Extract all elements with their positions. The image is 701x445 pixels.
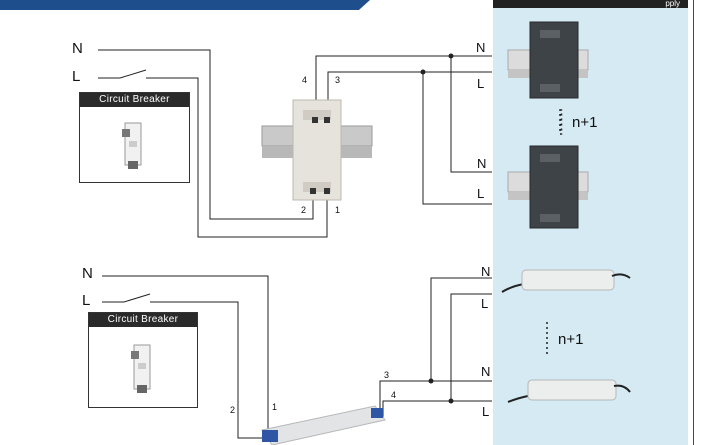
bottom-out-n1: N <box>481 264 491 279</box>
circuit-breaker-icon <box>122 122 142 169</box>
top-out-l2: L <box>477 186 485 201</box>
top-wire-pin3 <box>327 71 492 116</box>
top-out-n1: N <box>476 40 486 55</box>
bottom-pin-3: 3 <box>384 370 390 380</box>
top-input-n: N <box>72 40 83 57</box>
bottom-junction-l <box>448 398 454 404</box>
bottom-out-l2: L <box>482 404 490 419</box>
din-rail-psu-icon <box>507 145 589 229</box>
redundancy-module-icon <box>261 99 373 201</box>
page-border <box>693 0 694 445</box>
bottom-wire-l-breaker <box>150 301 262 439</box>
bottom-input-n: N <box>82 265 93 282</box>
top-wire-n-branch <box>450 56 492 173</box>
bottom-out-l1: L <box>481 296 489 311</box>
output-panel <box>493 8 688 445</box>
bottom-circuit-breaker-box: Circuit Breaker <box>88 312 198 408</box>
bottom-redundancy-label: n+1 <box>558 331 584 348</box>
circuit-breaker-icon <box>131 344 151 393</box>
bottom-input-l: L <box>82 292 91 309</box>
top-out-l1: L <box>477 76 485 91</box>
top-out-n2: N <box>477 156 487 171</box>
bottom-wire-l-branch <box>450 293 492 401</box>
bottom-junction-n <box>428 378 434 384</box>
top-junction-n <box>448 53 454 59</box>
top-wire-l-breaker <box>146 77 328 238</box>
bottom-wire-n-branch <box>430 277 492 381</box>
header-ribbon <box>0 0 370 10</box>
top-dots <box>559 109 563 135</box>
bottom-wire-pin4 <box>382 400 492 418</box>
top-circuit-breaker-box: Circuit Breaker <box>79 92 190 183</box>
din-rail-psu-icon <box>507 21 589 99</box>
bottom-pin-2: 2 <box>230 405 236 415</box>
bottom-breaker-switch <box>123 293 151 303</box>
section-tab: pply <box>493 0 688 8</box>
top-wire-pin4 <box>315 55 492 116</box>
top-redundancy-label: n+1 <box>572 114 598 131</box>
top-input-l: L <box>72 68 81 85</box>
top-pin-4: 4 <box>302 75 308 85</box>
bottom-pin-1: 1 <box>272 402 278 412</box>
top-pin-1: 1 <box>335 205 341 215</box>
redundancy-module-icon <box>261 405 386 445</box>
top-wire-l-branch <box>422 72 492 205</box>
bottom-breaker-label: Circuit Breaker <box>89 313 197 327</box>
top-pin-3: 3 <box>335 75 341 85</box>
bottom-wire-pin3 <box>379 380 492 413</box>
top-breaker-label: Circuit Breaker <box>80 93 189 107</box>
bottom-out-n2: N <box>481 364 491 379</box>
bottom-wire-n-in <box>102 275 269 430</box>
top-breaker-switch <box>119 69 147 79</box>
top-wire-n-in <box>98 49 314 220</box>
top-junction-l <box>420 69 426 75</box>
top-pin-2: 2 <box>301 205 307 215</box>
led-driver-icon <box>507 379 631 403</box>
bottom-pin-4: 4 <box>391 390 397 400</box>
led-driver-icon <box>501 269 631 293</box>
